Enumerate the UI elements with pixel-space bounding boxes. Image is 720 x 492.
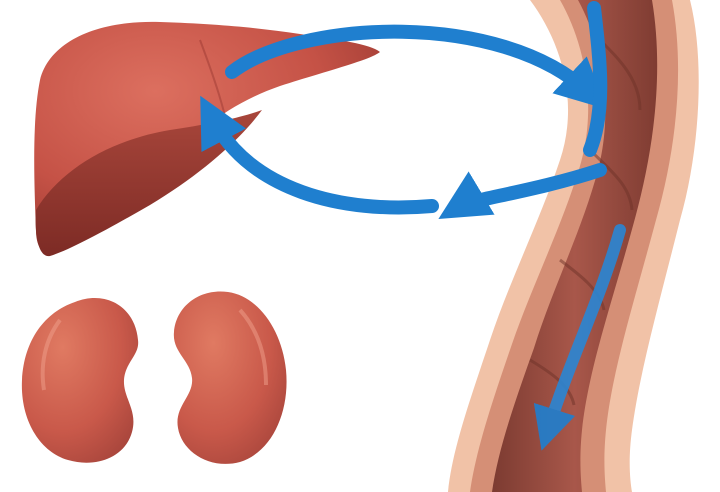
- right-kidney-icon: [174, 291, 287, 463]
- right-kidney-shape: [174, 291, 287, 463]
- liver-icon: [34, 22, 380, 256]
- arrow-return-to-liver: [212, 118, 432, 207]
- left-kidney-icon: [22, 298, 138, 463]
- left-kidney-shape: [22, 298, 138, 463]
